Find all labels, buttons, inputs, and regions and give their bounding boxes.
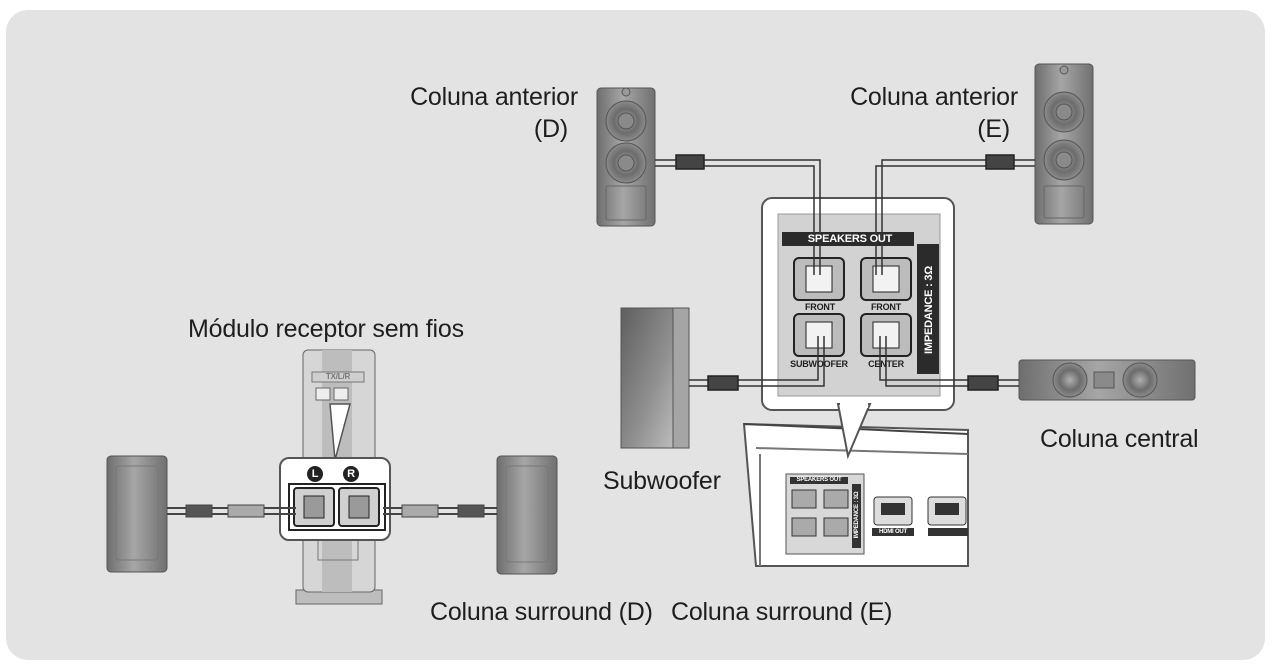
module-terminal-r: R xyxy=(347,468,355,480)
speakers-out-panel-zoom xyxy=(761,197,955,411)
module-small-label: TX/L/R xyxy=(325,372,351,381)
surround-wires xyxy=(167,504,497,518)
front-left-terminal-label: FRONT xyxy=(871,302,901,312)
rear-impedance-label: IMPEDANCE : 3Ω xyxy=(854,491,860,539)
surround-right-label: Coluna surround (D) xyxy=(430,598,653,626)
subwoofer-terminal-label: SUBWOOFER xyxy=(790,359,848,369)
subwoofer-label: Subwoofer xyxy=(603,467,721,495)
front-right-speaker-icon xyxy=(596,87,656,227)
front-left-label-line1: Coluna anterior xyxy=(850,83,1018,111)
subwoofer-center-wires xyxy=(689,336,1019,391)
unit-rear-panel xyxy=(742,422,969,567)
module-terminal-l: L xyxy=(311,468,319,480)
front-right-terminal-label: FRONT xyxy=(805,302,835,312)
center-terminal-label: CENTER xyxy=(868,359,904,369)
front-right-label-line1: Coluna anterior xyxy=(410,83,578,111)
front-wires xyxy=(655,154,1035,275)
rear-speakers-out-title: SPEAKERS OUT xyxy=(796,477,842,483)
surround-left-label: Coluna surround (E) xyxy=(671,598,893,626)
subwoofer-icon xyxy=(620,307,690,449)
front-right-label-line2: (D) xyxy=(533,115,568,143)
front-left-speaker-icon xyxy=(1034,63,1094,225)
surround-right-speaker-icon xyxy=(106,455,168,573)
center-speaker-label: Coluna central xyxy=(1040,425,1199,453)
surround-left-speaker-icon xyxy=(496,455,558,575)
impedance-label: IMPEDANCE : 3Ω xyxy=(923,266,935,354)
front-left-label-line2: (E) xyxy=(977,115,1010,143)
hdmi-out-label: HDMI OUT xyxy=(878,529,908,535)
wireless-module-label: Módulo receptor sem fios xyxy=(188,315,464,343)
speakers-out-title: SPEAKERS OUT xyxy=(807,233,893,245)
module-terminal-zoom xyxy=(279,457,391,541)
center-speaker-icon xyxy=(1018,359,1196,401)
